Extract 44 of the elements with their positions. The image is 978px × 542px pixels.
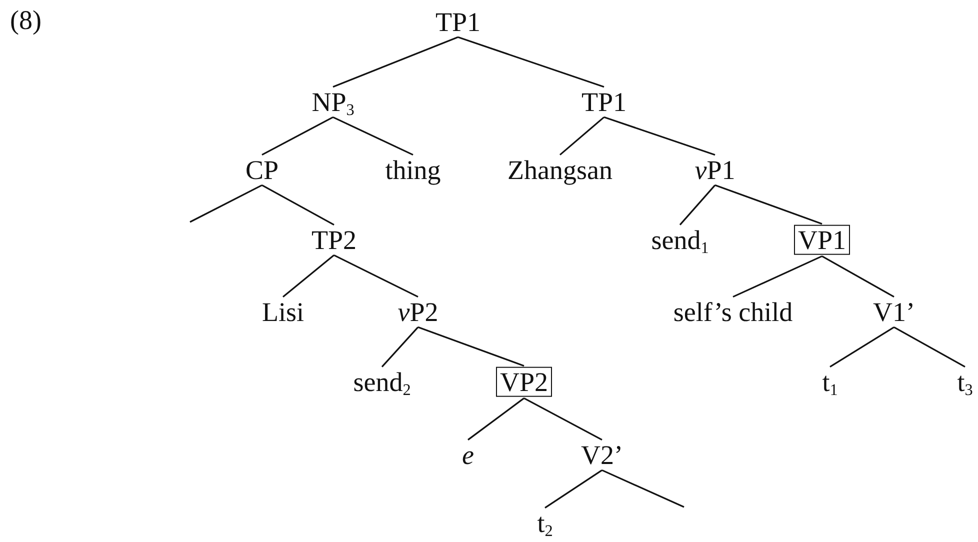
tree-label: VP1 — [798, 226, 846, 254]
tree-branch — [468, 398, 524, 440]
tree-branch — [544, 470, 602, 508]
tree-label: send$_{1}$ — [651, 226, 709, 254]
tree-branch — [679, 184, 716, 226]
tree-label: V1’ — [873, 298, 915, 326]
tree-branch — [332, 36, 458, 88]
tree-branch — [732, 255, 822, 298]
tree-label: CP — [245, 156, 279, 184]
tree-branch — [559, 116, 605, 156]
tree-label: vP2 — [398, 298, 438, 326]
tree-branch — [418, 326, 524, 367]
tree-label: t$_{3}$ — [957, 368, 973, 396]
tree-branch — [332, 116, 414, 156]
tree-branch — [894, 326, 966, 368]
tree-label: t$_{1}$ — [822, 368, 838, 396]
tree-label: self’s child — [673, 298, 793, 326]
tree-label: t$_{2}$ — [537, 508, 553, 538]
tree-label: vP1 — [694, 156, 736, 184]
tree-branch — [381, 326, 419, 368]
tree-label: TP1 — [582, 88, 626, 116]
tree-branch — [262, 116, 334, 156]
tree-branch — [334, 254, 418, 298]
tree-label: TP2 — [312, 226, 356, 254]
tree-label: thing — [385, 156, 441, 184]
tree-branch — [604, 116, 716, 156]
tree-branch — [524, 397, 602, 441]
tree-label: Zhangsan — [508, 156, 612, 184]
tree-branch — [190, 184, 262, 223]
example-number: (8) — [10, 6, 42, 34]
tree-branch — [262, 184, 334, 226]
tree-label: VP2 — [500, 368, 548, 396]
tree-branch — [830, 326, 894, 368]
tree-label: send$_{2}$ — [353, 368, 411, 396]
tree-label: e — [462, 440, 474, 470]
tree-label: TP1 — [436, 8, 480, 36]
tree-branch — [282, 254, 334, 298]
tree-label: NP$_{3}$ — [312, 88, 354, 116]
tree-branch — [822, 255, 894, 298]
tree-label: V2’ — [581, 440, 623, 470]
tree-branch — [602, 469, 684, 508]
tree-branch — [458, 36, 604, 88]
tree-branch — [714, 184, 822, 225]
tree-label: Lisi — [262, 298, 304, 326]
